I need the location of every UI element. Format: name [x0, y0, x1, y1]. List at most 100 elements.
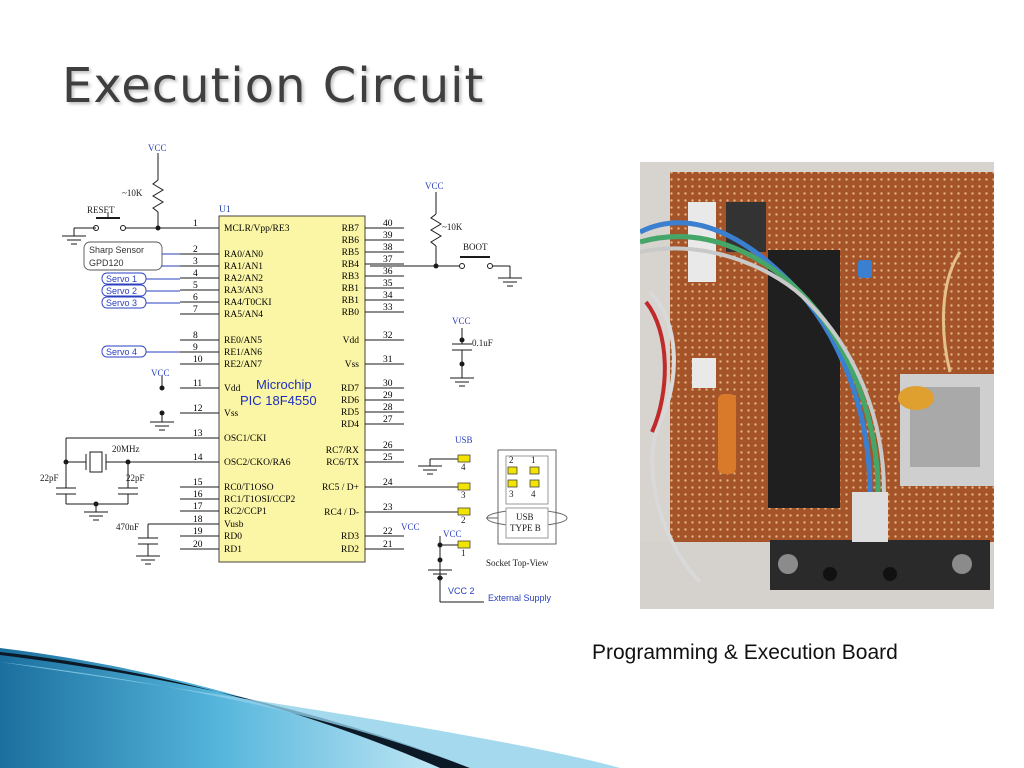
pin-number-33: 33	[383, 303, 393, 313]
pin-name-12: Vss	[224, 409, 239, 419]
pin-number-11: 11	[193, 379, 202, 389]
conn-pin-2: 2	[509, 455, 514, 465]
pin-name-6: RA4/T0CKI	[224, 298, 272, 308]
pin-number-34: 34	[383, 291, 393, 301]
chip-part-label: PIC 18F4550	[240, 393, 317, 408]
pin-name-14: OSC2/CKO/RA6	[224, 458, 291, 468]
pin-name-7: RA5/AN4	[224, 310, 263, 320]
pin-name-22: RD3	[341, 532, 359, 542]
vcc-usb-pin-label: VCC	[443, 529, 462, 539]
pin-number-16: 16	[193, 490, 203, 500]
vcc-usb-label: VCC	[401, 522, 420, 532]
pin-name-33: RB0	[342, 308, 360, 318]
vcc2-label: VCC 2	[448, 586, 475, 596]
pin-name-13: OSC1/CKI	[224, 434, 266, 444]
pin-name-19: RD0	[224, 532, 242, 542]
pin-number-22: 22	[383, 527, 393, 537]
socket-topview-label: Socket Top-View	[486, 558, 549, 568]
usb-pin-2: 2	[461, 515, 466, 525]
pin-number-27: 27	[383, 415, 393, 425]
pin-number-9: 9	[193, 343, 198, 353]
pin-name-28: RD5	[341, 408, 359, 418]
pin-number-28: 28	[383, 403, 393, 413]
crystal-label: 20MHz	[112, 444, 140, 454]
circuit-schematic: 1MCLR/Vpp/RE32RA0/AN03RA1/AN14RA2/AN25RA…	[40, 143, 568, 603]
pin-name-17: RC2/CCP1	[224, 507, 267, 517]
pin-number-12: 12	[193, 404, 203, 414]
pin-name-4: RA2/AN2	[224, 274, 263, 284]
servo-4-label: Servo 4	[106, 347, 137, 357]
pin-name-23: RC4 / D-	[324, 508, 359, 518]
pin-number-24: 24	[383, 478, 393, 488]
pin-name-20: RD1	[224, 545, 242, 555]
pin-number-14: 14	[193, 453, 203, 463]
pin-name-8: RE0/AN5	[224, 336, 262, 346]
sharp-sensor-model: GPD120	[89, 258, 124, 268]
pin-name-37: RB4	[342, 260, 360, 270]
pin-number-39: 39	[383, 231, 393, 241]
chip-ref-label: U1	[219, 205, 231, 215]
usb-pin-1: 1	[461, 548, 466, 558]
vcc-cap-label: VCC	[452, 316, 471, 326]
pin-number-15: 15	[193, 478, 203, 488]
pin-name-11: Vdd	[224, 384, 241, 394]
pin-name-35: RB1	[342, 284, 360, 294]
resistor-reset-label: ~10K	[122, 188, 143, 198]
pin-name-30: RD7	[341, 384, 359, 394]
pin-name-9: RE1/AN6	[224, 348, 262, 358]
pin-number-5: 5	[193, 281, 198, 291]
pin-name-39: RB6	[342, 236, 360, 246]
pin-name-2: RA0/AN0	[224, 250, 263, 260]
pin-name-21: RD2	[341, 545, 359, 555]
pin-number-29: 29	[383, 391, 393, 401]
usb-pin-3: 3	[461, 490, 466, 500]
resistor-boot-label: ~10K	[442, 222, 463, 232]
reset-button-label: RESET	[87, 205, 115, 215]
pin-number-17: 17	[193, 502, 203, 512]
vcc-right-label: VCC	[425, 181, 444, 191]
pin-number-20: 20	[193, 540, 203, 550]
pin-name-32: Vdd	[343, 336, 360, 346]
pin-number-19: 19	[193, 527, 203, 537]
conn-pin-1: 1	[531, 455, 536, 465]
vcc-top-label: VCC	[148, 143, 167, 153]
usb-pin-4: 4	[461, 462, 466, 472]
pin-name-40: RB7	[342, 224, 360, 234]
pin-number-38: 38	[383, 243, 393, 253]
pin-name-27: RD4	[341, 420, 359, 430]
cap-470nf-label: 470nF	[116, 522, 139, 532]
pin-name-36: RB3	[342, 272, 360, 282]
boot-button-label: BOOT	[463, 242, 488, 252]
servo-2-label: Servo 2	[106, 286, 137, 296]
usb-socket-type-line2: TYPE B	[510, 523, 541, 533]
pin-number-21: 21	[383, 540, 393, 550]
mcu-chip-body	[218, 215, 366, 563]
board-photo	[640, 162, 994, 609]
cap-22pf-right-label: 22pF	[126, 473, 145, 483]
pin-number-35: 35	[383, 279, 393, 289]
pin-number-13: 13	[193, 429, 203, 439]
external-supply-label: External Supply	[488, 593, 552, 603]
photo-caption: Programming & Execution Board	[592, 641, 898, 664]
pin-number-10: 10	[193, 355, 203, 365]
pin-number-26: 26	[383, 441, 393, 451]
pin-number-40: 40	[383, 219, 393, 229]
pin-name-38: RB5	[342, 248, 360, 258]
chip-maker-label: Microchip	[256, 377, 312, 392]
pin-number-32: 32	[383, 331, 393, 341]
pin-name-15: RC0/T1OSO	[224, 483, 274, 493]
conn-pin-3: 3	[509, 489, 514, 499]
pin-name-26: RC7/RX	[326, 446, 359, 456]
pin-name-18: Vusb	[224, 520, 244, 530]
conn-pin-4: 4	[531, 489, 536, 499]
pin-name-1: MCLR/Vpp/RE3	[224, 224, 290, 234]
usb-label: USB	[455, 435, 473, 445]
slide-title: Execution Circuit	[62, 58, 485, 114]
pin-number-37: 37	[383, 255, 393, 265]
pin-number-23: 23	[383, 503, 393, 513]
pin-number-31: 31	[383, 355, 393, 365]
pin-name-10: RE2/AN7	[224, 360, 262, 370]
pin-name-31: Vss	[345, 360, 360, 370]
pin-number-7: 7	[193, 305, 198, 315]
